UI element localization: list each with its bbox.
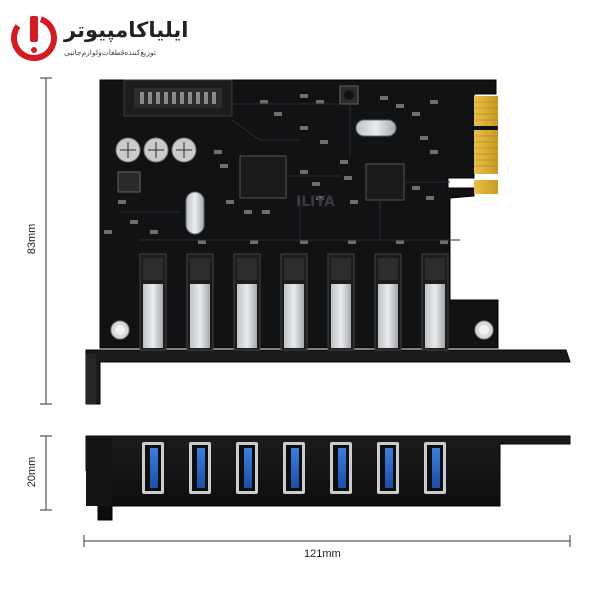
smd-components: [104, 94, 448, 244]
width-dimension: [83, 535, 571, 547]
pcb-bracket: [85, 349, 571, 405]
width-label: 121mm: [304, 548, 341, 560]
sata-power-connector: [123, 79, 233, 117]
bracket-dimension: [40, 435, 52, 511]
crystal-oscillators: [185, 119, 397, 235]
height-label: 83mm: [26, 223, 38, 255]
power-icon: [11, 15, 57, 61]
usb-ports-front: [142, 442, 446, 494]
capacitors: [115, 137, 197, 163]
brand-name: ایلیاکامپیوتر: [64, 18, 189, 42]
height-dimension: [40, 77, 52, 405]
bracket-height-label: 20mm: [26, 456, 38, 488]
usb-controller-chips: [117, 85, 405, 201]
brand-logo: ایلیاکامپیوتر توزیع‌کننده‌قطعات‌ولوازم‌ج…: [8, 8, 188, 68]
mounting-holes: [110, 320, 494, 340]
pcb-traces: [120, 103, 460, 241]
pcb-watermark: ILIYA: [296, 194, 335, 210]
pcie-connector: [474, 96, 498, 194]
brand-tagline: توزیع‌کننده‌قطعات‌ولوازم‌جانبی: [64, 48, 156, 57]
usb-ports-top: [139, 253, 449, 351]
